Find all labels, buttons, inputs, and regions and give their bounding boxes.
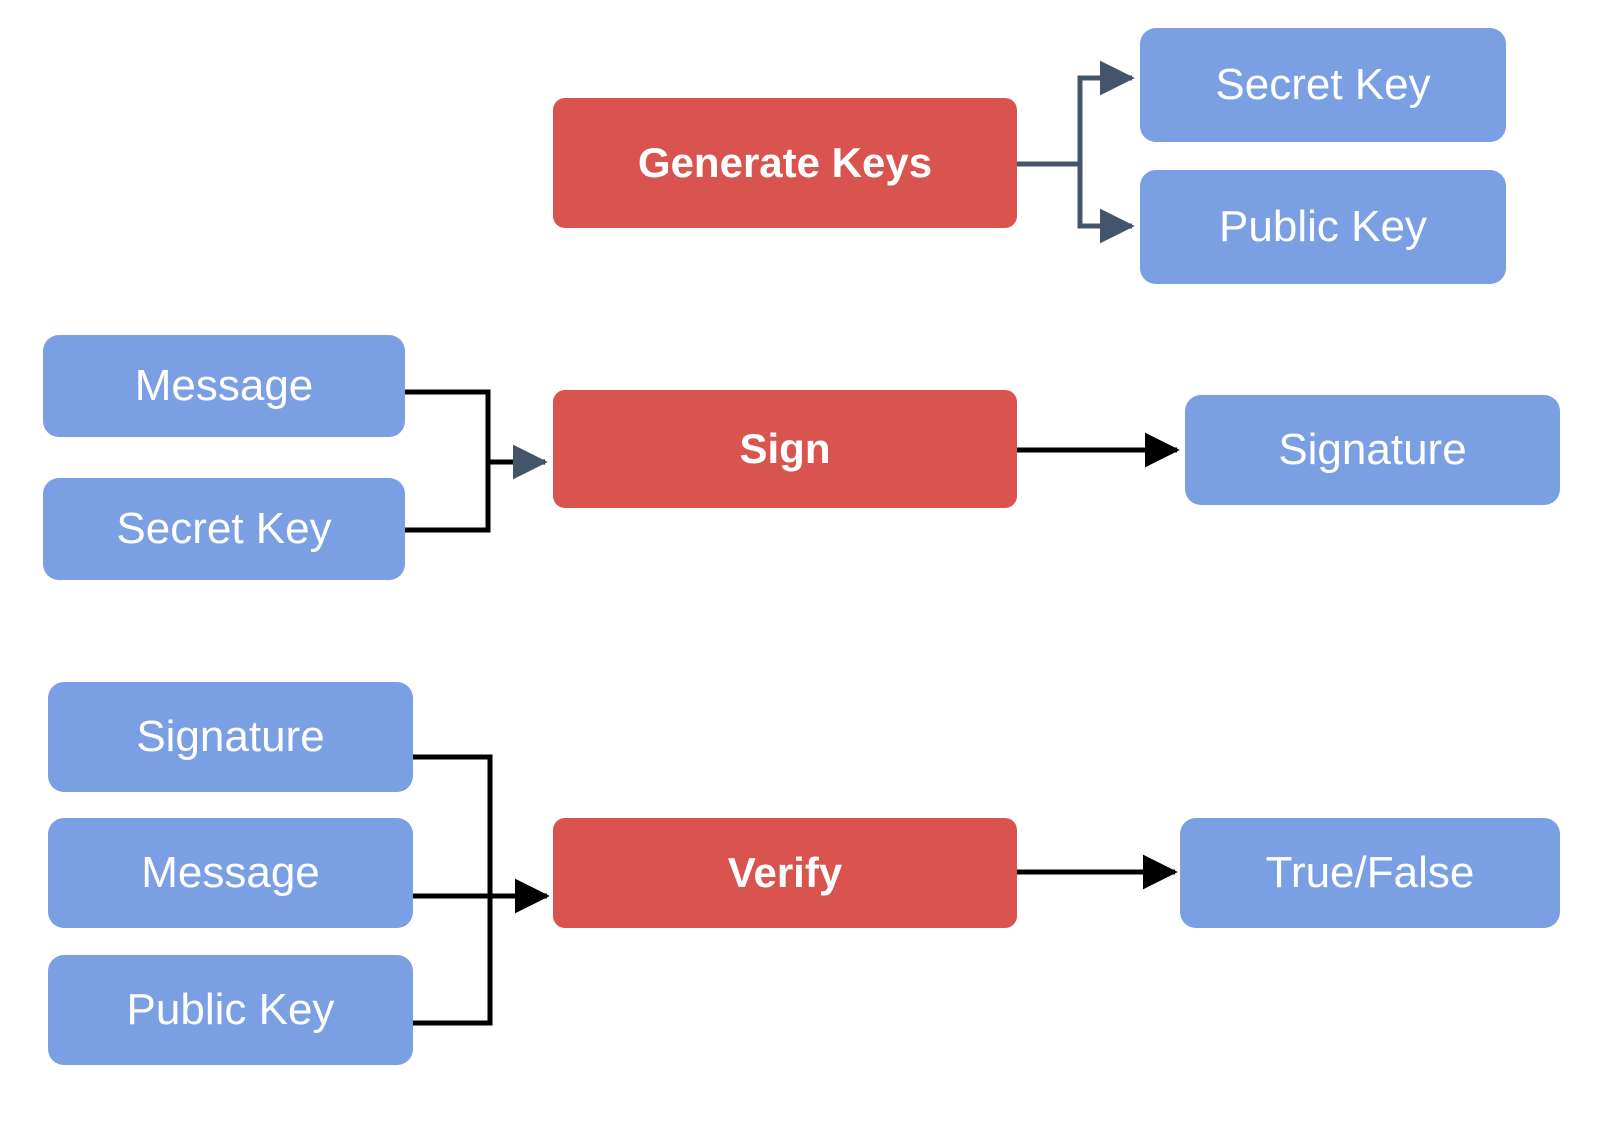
node-true-false-output[interactable]: True/False [1180,818,1560,928]
node-signature-output[interactable]: Signature [1185,395,1560,505]
node-label: Signature [136,711,325,761]
node-sign[interactable]: Sign [553,390,1017,508]
node-secret-key-sign-input[interactable]: Secret Key [43,478,405,580]
node-label: Secret Key [116,503,332,553]
node-label: Signature [1278,424,1467,474]
node-secret-key-output[interactable]: Secret Key [1140,28,1506,142]
node-label: Sign [739,424,831,472]
node-message-sign-input[interactable]: Message [43,335,405,437]
node-generate-keys[interactable]: Generate Keys [553,98,1017,228]
node-public-key-output[interactable]: Public Key [1140,170,1506,284]
connector-sign-inputs [405,389,548,533]
node-signature-verify-input[interactable]: Signature [48,682,413,792]
node-label: Message [134,360,314,410]
node-label: Generate Keys [637,138,933,186]
connector-verify-inputs [413,754,550,1026]
node-public-key-verify-input[interactable]: Public Key [48,955,413,1065]
node-label: True/False [1265,847,1475,897]
connector-generate-keys-fanout [1017,60,1135,244]
node-message-verify-input[interactable]: Message [48,818,413,928]
node-label: Verify [727,848,843,896]
node-label: Public Key [126,984,335,1034]
node-verify[interactable]: Verify [553,818,1017,928]
node-label: Public Key [1219,201,1427,251]
node-label: Message [141,847,320,897]
node-label: Secret Key [1215,59,1431,109]
